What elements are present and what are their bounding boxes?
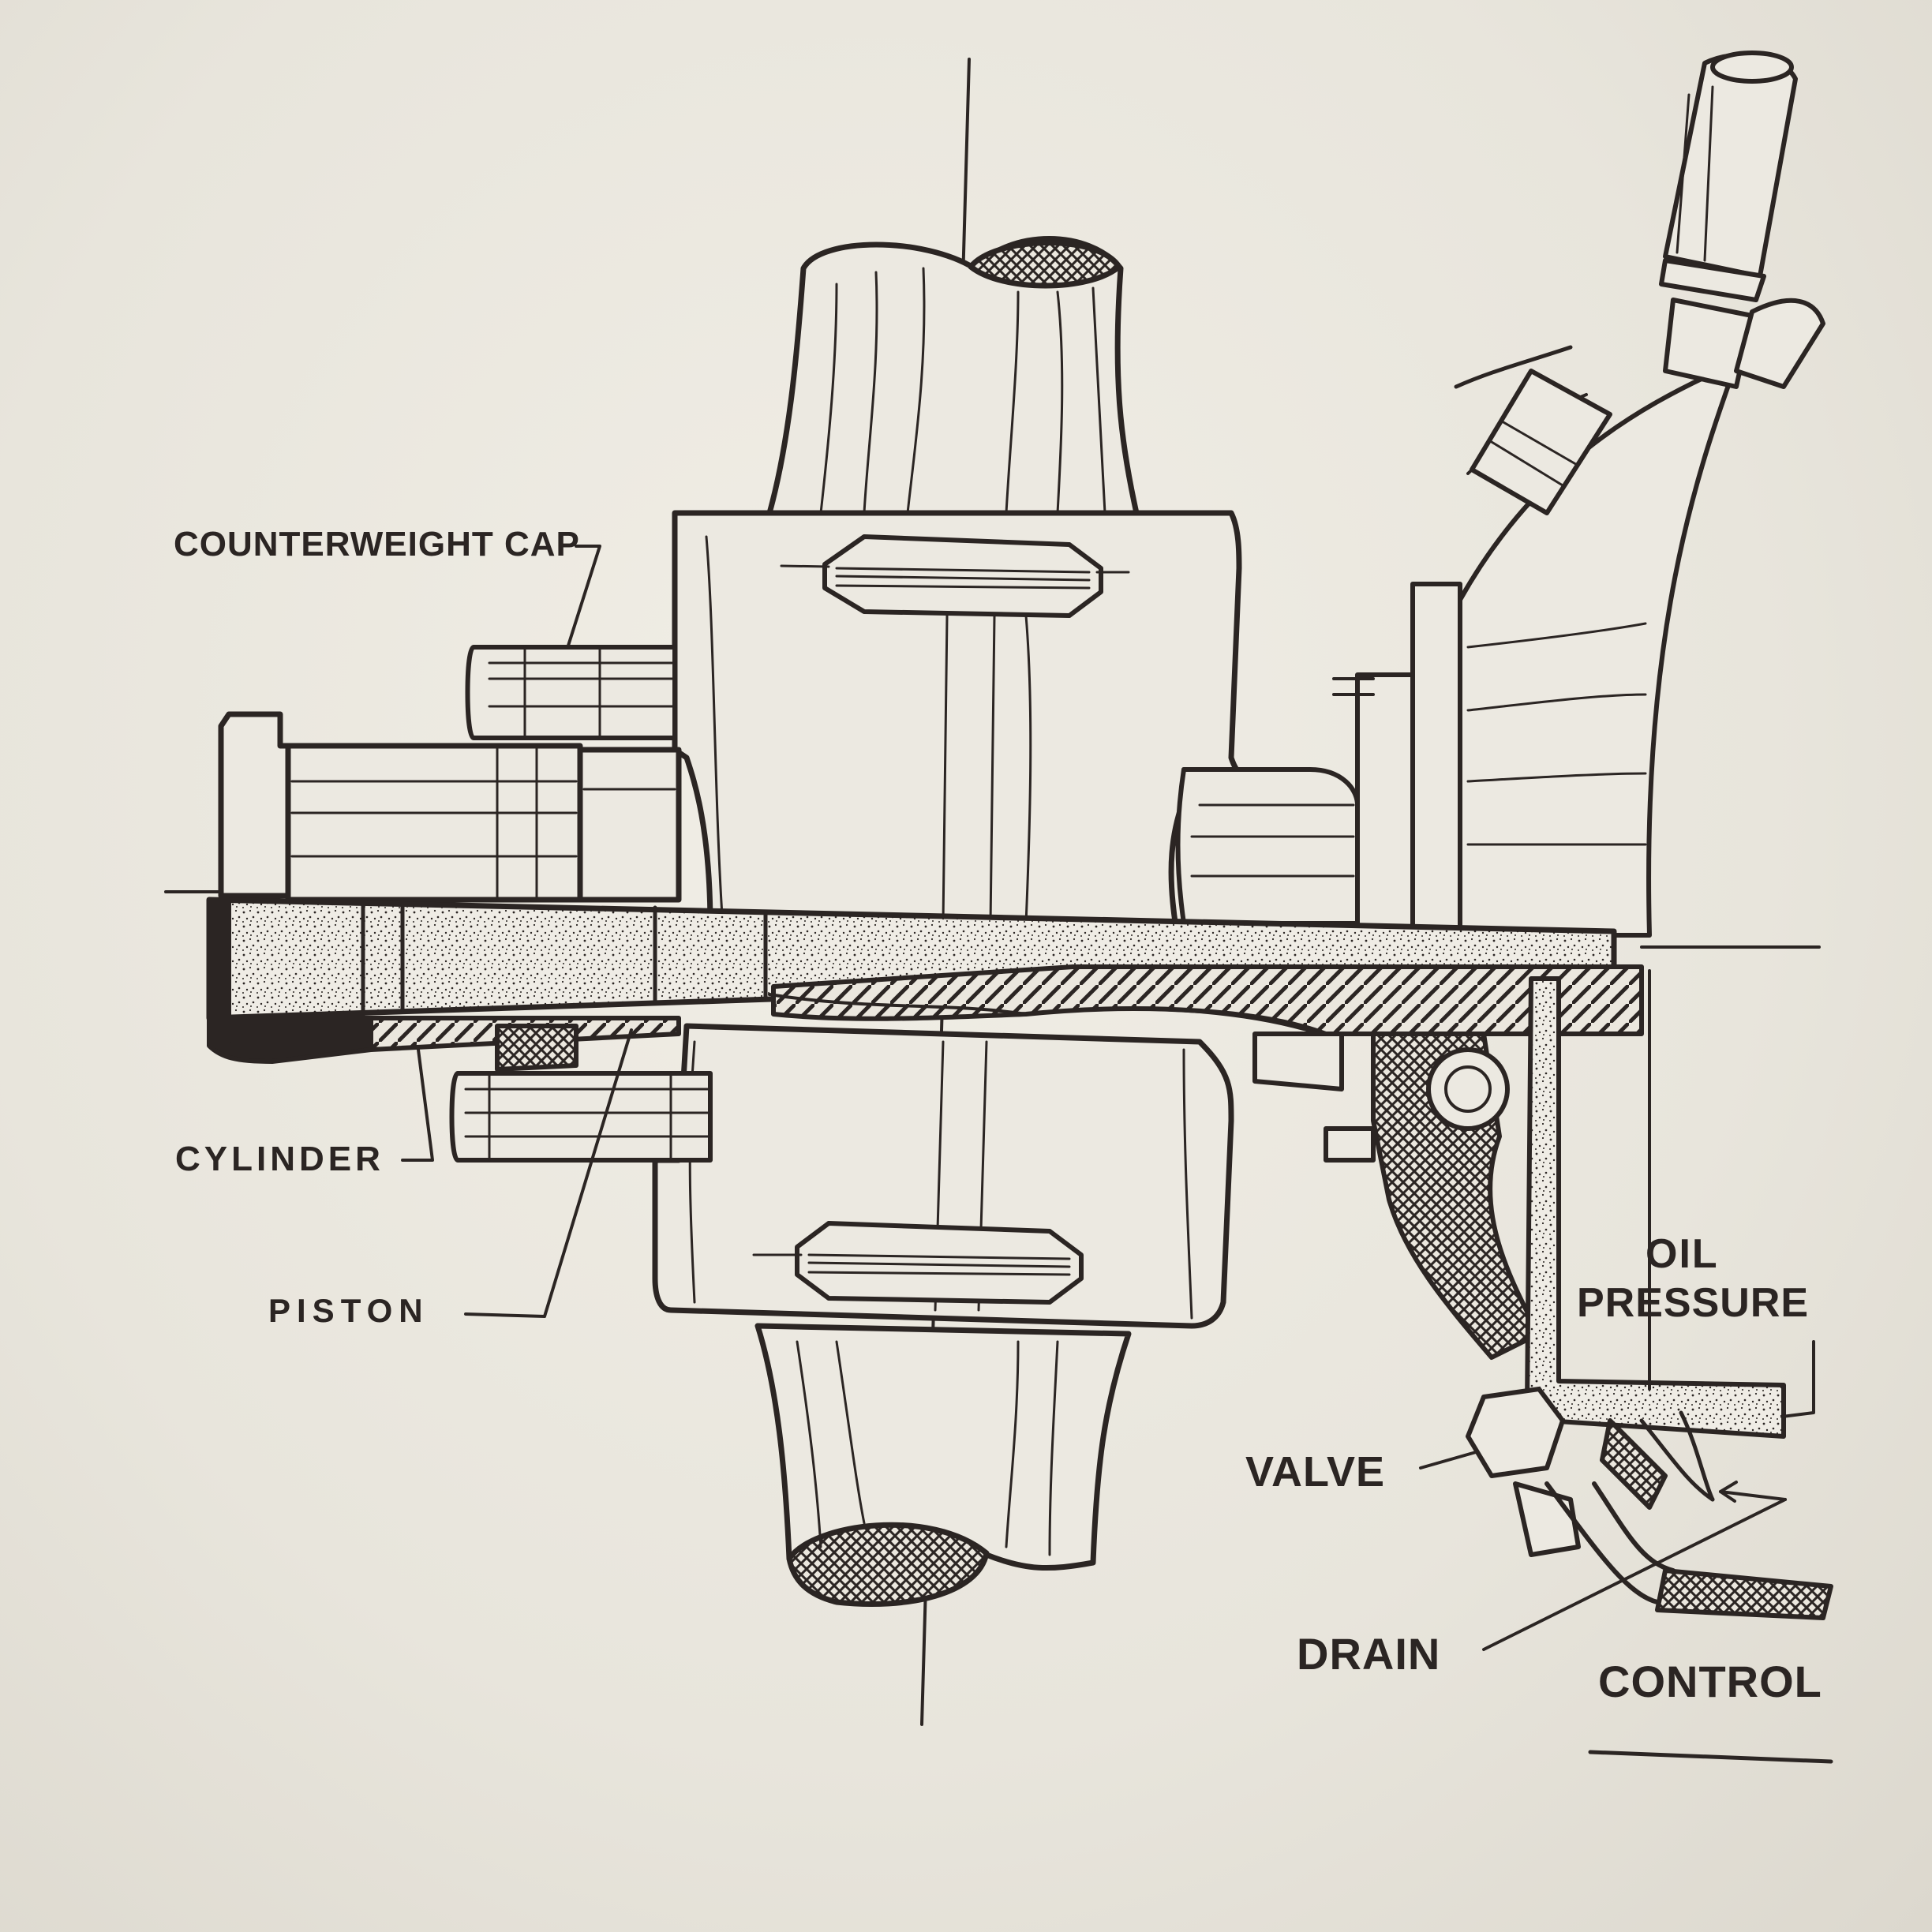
upper-blade-shank [766,236,1140,516]
cylinder-label: CYLINDER [175,1140,384,1178]
leader-lines [401,545,1815,1651]
piston-label: PISTON [268,1292,429,1329]
hub-barrel [672,510,1258,930]
pressure-label: PRESSURE [1577,1280,1810,1326]
counterweight-cap-label: COUNTERWEIGHT CAP [174,525,580,564]
lower-hub-barrel [652,1023,1234,1329]
bottom-rule-line [1588,1750,1833,1764]
upper-hex-bolt [1470,369,1612,515]
right-retaining-nut [1175,767,1360,926]
counterweight-leader [567,545,601,647]
oil-pressure-leader [1780,1340,1815,1418]
valve-leader [1419,1451,1477,1470]
thrust-bearing-housing [1252,1032,1541,1360]
piston-leader [464,1028,633,1318]
control-valve [1466,1387,1833,1620]
drain-leader [1482,1498,1787,1651]
valve-label: VALVE [1245,1448,1386,1496]
oil-pressure-passage [1525,969,1786,1439]
lower-blade-bearing [752,1221,1084,1305]
drain-label: DRAIN [1297,1629,1441,1679]
counterweight-cap [465,645,677,740]
oil-label: OIL [1646,1231,1719,1277]
control-leader [1719,1490,1787,1501]
piston [207,897,681,1072]
control-label: CONTROL [1598,1657,1822,1706]
cylinder-leader [401,1048,434,1162]
shaft-bore-section [768,964,1644,1043]
control-lever [1659,51,1825,389]
lower-blade-shank [754,1323,1132,1607]
cylinder-assembly [218,711,682,903]
upper-blade-bearing [780,534,1130,618]
lower-counterweight [449,1071,713,1163]
